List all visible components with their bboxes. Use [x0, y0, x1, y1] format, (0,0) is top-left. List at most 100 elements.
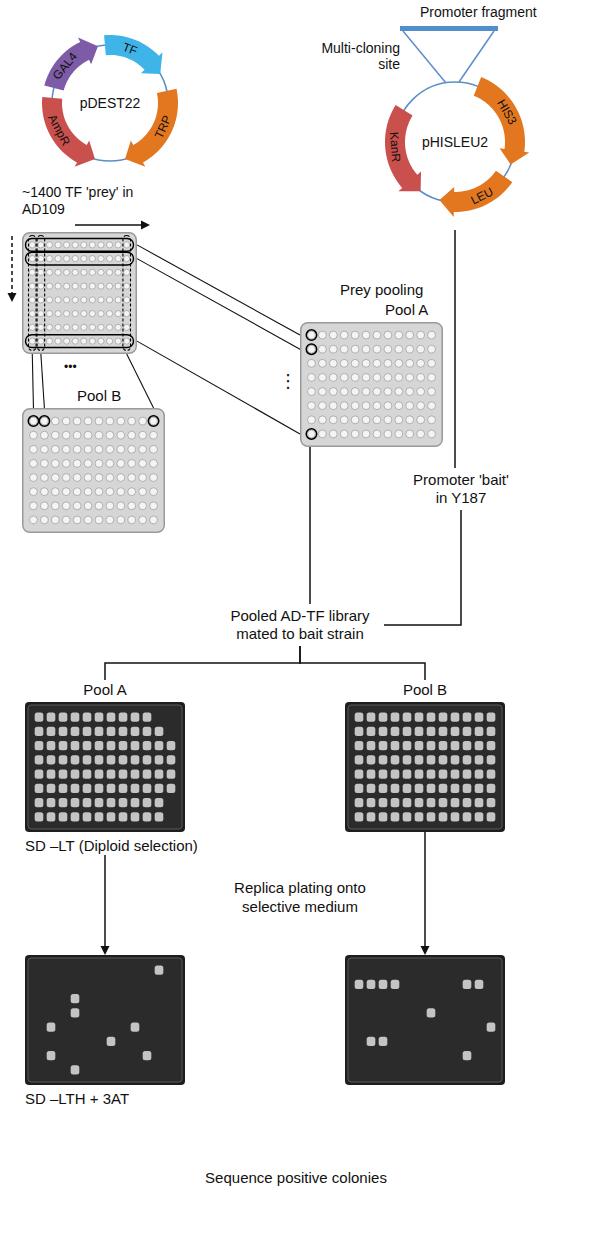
plate-well	[64, 242, 70, 248]
yeast-colony	[143, 713, 152, 722]
plate-well	[117, 445, 125, 453]
plate-well	[29, 338, 35, 344]
connector	[384, 510, 461, 625]
plate-well	[81, 256, 87, 262]
plate-well	[51, 474, 59, 482]
yeast-colony	[35, 784, 44, 793]
yeast-colony	[119, 741, 128, 750]
plate-well	[384, 430, 392, 438]
yeast-colony	[47, 770, 56, 779]
plate-well	[73, 431, 81, 439]
yeast-colony	[95, 727, 104, 736]
yeast-colony	[475, 755, 484, 764]
yeast-colony	[47, 713, 56, 722]
plate-rim	[28, 705, 182, 829]
plate-well	[417, 331, 425, 339]
plate-well	[81, 311, 87, 317]
yeast-colony	[35, 727, 44, 736]
plate-well	[128, 445, 136, 453]
plate-well	[38, 283, 44, 289]
yeast-colony	[487, 727, 496, 736]
plate-well	[115, 311, 121, 317]
plate-well	[329, 331, 337, 339]
yeast-colony	[463, 980, 472, 989]
gene-arrow: TF	[103, 34, 164, 75]
plate-well	[384, 345, 392, 353]
plate-well	[106, 269, 112, 275]
agar-plate	[25, 702, 185, 832]
plate-well	[38, 269, 44, 275]
yeast-colony	[415, 770, 424, 779]
plate-well	[73, 445, 81, 453]
plate-well	[150, 431, 158, 439]
plate-well	[351, 345, 359, 353]
plate-heading: Pool A	[385, 300, 428, 320]
plate-rim	[348, 705, 502, 829]
yeast-colony	[83, 784, 92, 793]
plate-well	[106, 283, 112, 289]
yeast-colony	[119, 713, 128, 722]
yeast-colony	[427, 727, 436, 736]
plate-well	[329, 430, 337, 438]
agar-plate	[345, 955, 505, 1085]
agar-plate	[25, 955, 185, 1085]
yeast-colony	[95, 755, 104, 764]
yeast-colony	[35, 812, 44, 821]
plate-well	[62, 474, 70, 482]
gene-arrow: HIS3	[472, 76, 531, 166]
plate-well	[115, 269, 121, 275]
yeast-colony	[95, 812, 104, 821]
yeast-colony	[451, 755, 460, 764]
plate-well	[30, 474, 38, 482]
plate-well	[128, 460, 136, 468]
yeast-colony	[415, 741, 424, 750]
yeast-colony	[403, 755, 412, 764]
connector	[41, 354, 45, 408]
arrow-head	[8, 293, 17, 302]
plate-well	[417, 416, 425, 424]
connector	[101, 855, 110, 955]
yeast-colony	[403, 770, 412, 779]
plate-well	[62, 502, 70, 510]
plate-well	[62, 445, 70, 453]
plate-well	[115, 242, 121, 248]
plate-well	[95, 417, 103, 425]
connector	[105, 646, 300, 680]
plate-well	[362, 345, 370, 353]
yeast-colony	[451, 770, 460, 779]
yeast-colony	[403, 713, 412, 722]
yeast-colony	[463, 741, 472, 750]
plate-well	[40, 417, 48, 425]
yeast-colony	[463, 713, 472, 722]
yeast-colony	[355, 812, 364, 821]
plate-well	[395, 374, 403, 382]
plate-well	[406, 374, 414, 382]
plate-well	[139, 516, 147, 524]
plate-well	[373, 430, 381, 438]
plate-well	[428, 430, 436, 438]
plate-well	[29, 269, 35, 275]
plate-well	[340, 359, 348, 367]
plate-well	[406, 345, 414, 353]
plate-well	[98, 324, 104, 330]
yeast-colony	[391, 980, 400, 989]
selection-plate: Pool ASD –LT (Diploid selection)	[25, 680, 245, 855]
yeast-colony	[427, 798, 436, 807]
plate-well	[64, 324, 70, 330]
arrow-head	[101, 946, 110, 955]
yeast-colony	[95, 741, 104, 750]
plate-well	[318, 402, 326, 410]
connector-line	[300, 646, 425, 680]
yeast-colony	[391, 741, 400, 750]
agar-plate	[345, 702, 505, 832]
plate-well	[384, 416, 392, 424]
plate-well	[89, 256, 95, 262]
column-outline	[37, 236, 45, 351]
plate-well	[64, 256, 70, 262]
plate-rim	[348, 958, 502, 1082]
plate-well	[351, 402, 359, 410]
plate-well	[89, 311, 95, 317]
plate-well	[329, 359, 337, 367]
gene-arrow-fill	[125, 89, 178, 167]
plate-well	[117, 516, 125, 524]
